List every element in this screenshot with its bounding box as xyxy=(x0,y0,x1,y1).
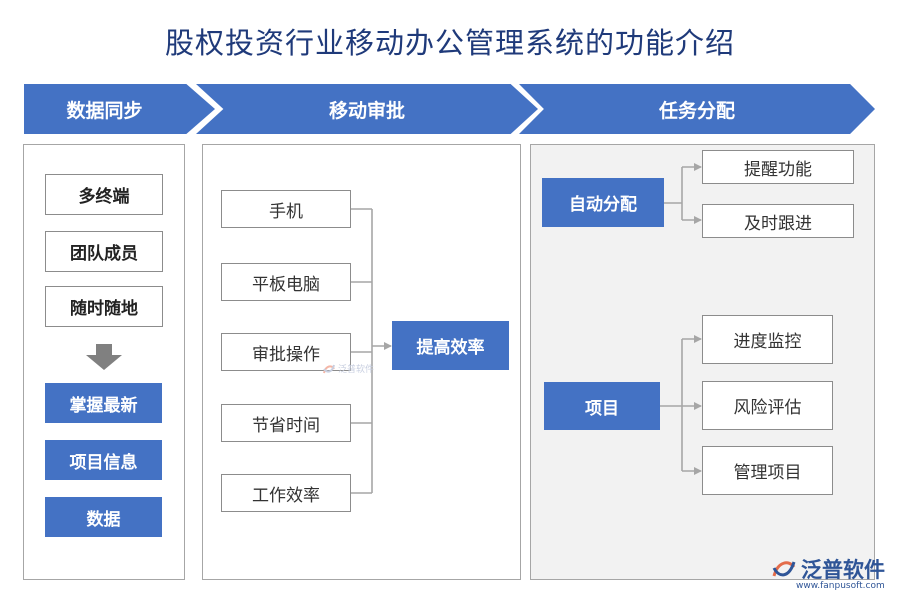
item-data: 数据 xyxy=(45,497,162,537)
brand-watermark: 泛普软件 xyxy=(771,554,885,584)
brand-name: 泛普软件 xyxy=(801,558,885,582)
stage-task-assignment: 任务分配 xyxy=(519,84,875,134)
item-latest: 掌握最新 xyxy=(45,383,162,423)
item-work-efficiency: 工作效率 xyxy=(221,474,351,512)
item-reminder: 提醒功能 xyxy=(702,150,854,184)
item-manage-project: 管理项目 xyxy=(702,446,833,495)
item-approval-operation: 审批操作 xyxy=(221,333,351,371)
item-save-time: 节省时间 xyxy=(221,404,351,442)
item-progress-monitor: 进度监控 xyxy=(702,315,833,364)
item-project: 项目 xyxy=(544,382,660,430)
brand-url: www.fanpusoft.com xyxy=(796,581,885,591)
watermark-small: 泛普软件 xyxy=(322,362,374,375)
brand-logo-icon xyxy=(772,561,796,577)
item-risk-assessment: 风险评估 xyxy=(702,381,833,430)
watermark-logo-icon xyxy=(323,364,335,373)
item-auto-assign: 自动分配 xyxy=(542,178,664,227)
page-title: 股权投资行业移动办公管理系统的功能介绍 xyxy=(164,26,735,60)
stage-data-sync: 数据同步 xyxy=(24,84,215,134)
item-improve-efficiency: 提高效率 xyxy=(392,321,509,370)
item-phone: 手机 xyxy=(221,190,351,228)
stage-mobile-approval: 移动审批 xyxy=(196,84,538,134)
item-follow-up: 及时跟进 xyxy=(702,204,854,238)
item-tablet: 平板电脑 xyxy=(221,263,351,301)
item-multi-terminal: 多终端 xyxy=(45,174,163,215)
watermark-small-text: 泛普软件 xyxy=(338,365,375,375)
item-project-info: 项目信息 xyxy=(45,440,162,480)
item-team-members: 团队成员 xyxy=(45,231,163,272)
down-arrow-icon xyxy=(86,344,122,370)
item-anytime-anywhere: 随时随地 xyxy=(45,286,163,327)
